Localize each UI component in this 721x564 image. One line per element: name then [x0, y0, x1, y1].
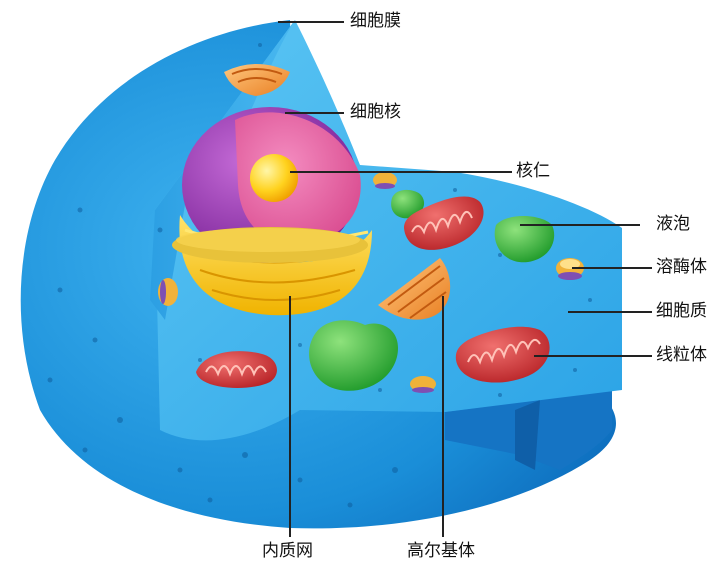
lysosome-small-1	[373, 172, 397, 189]
label-endoplasmic-reticulum: 内质网	[262, 543, 313, 560]
label-mitochondrion: 线粒体	[656, 347, 707, 364]
label-lysosome: 溶酶体	[656, 259, 707, 276]
lysosome-small-3	[158, 278, 178, 306]
lysosome-small-2	[410, 376, 436, 393]
nucleolus	[250, 154, 298, 202]
label-cell-membrane: 细胞膜	[350, 13, 401, 30]
label-cytoplasm: 细胞质	[656, 303, 707, 320]
label-golgi-apparatus: 高尔基体	[407, 543, 475, 560]
label-vacuole: 液泡	[656, 216, 690, 233]
label-nucleus: 细胞核	[350, 104, 401, 121]
label-nucleolus: 核仁	[516, 163, 550, 180]
